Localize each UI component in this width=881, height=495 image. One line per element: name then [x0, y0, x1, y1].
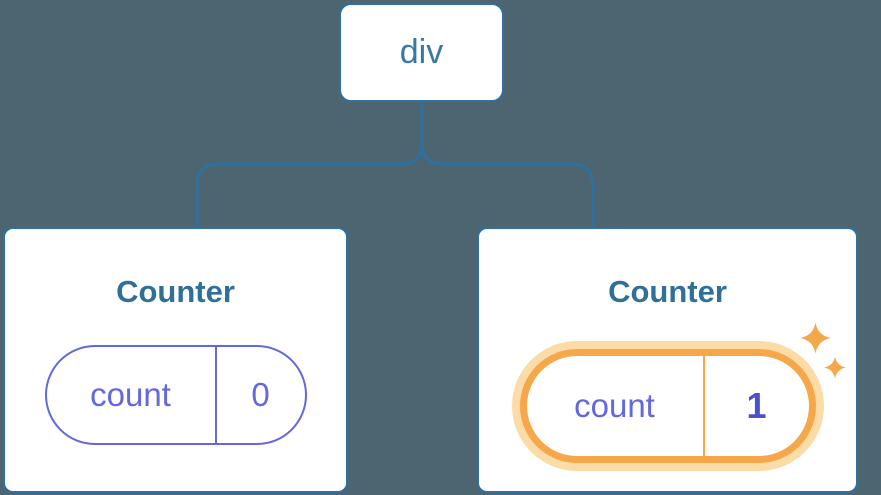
counter-card-right: Counter count 1: [477, 227, 858, 493]
component-title: Counter: [608, 274, 727, 309]
sparkle-icon: [800, 321, 831, 355]
state-value: 1: [702, 356, 809, 456]
connector-branch-left: [195, 142, 424, 227]
root-node-label: div: [399, 33, 444, 71]
connector-branch-right: [420, 142, 595, 227]
tree-connector-lines: [195, 101, 595, 227]
sparkle-icon: [824, 356, 846, 379]
state-value: 0: [214, 347, 305, 443]
state-pill: count 0: [44, 345, 307, 445]
state-key-label: count: [90, 376, 171, 413]
counter-card-left: Counter count 0: [3, 227, 348, 493]
component-title: Counter: [116, 274, 235, 309]
state-key-label: count: [574, 387, 655, 424]
state-pill-highlighted: count 1: [519, 349, 816, 463]
tree-node-div: div: [339, 3, 504, 102]
